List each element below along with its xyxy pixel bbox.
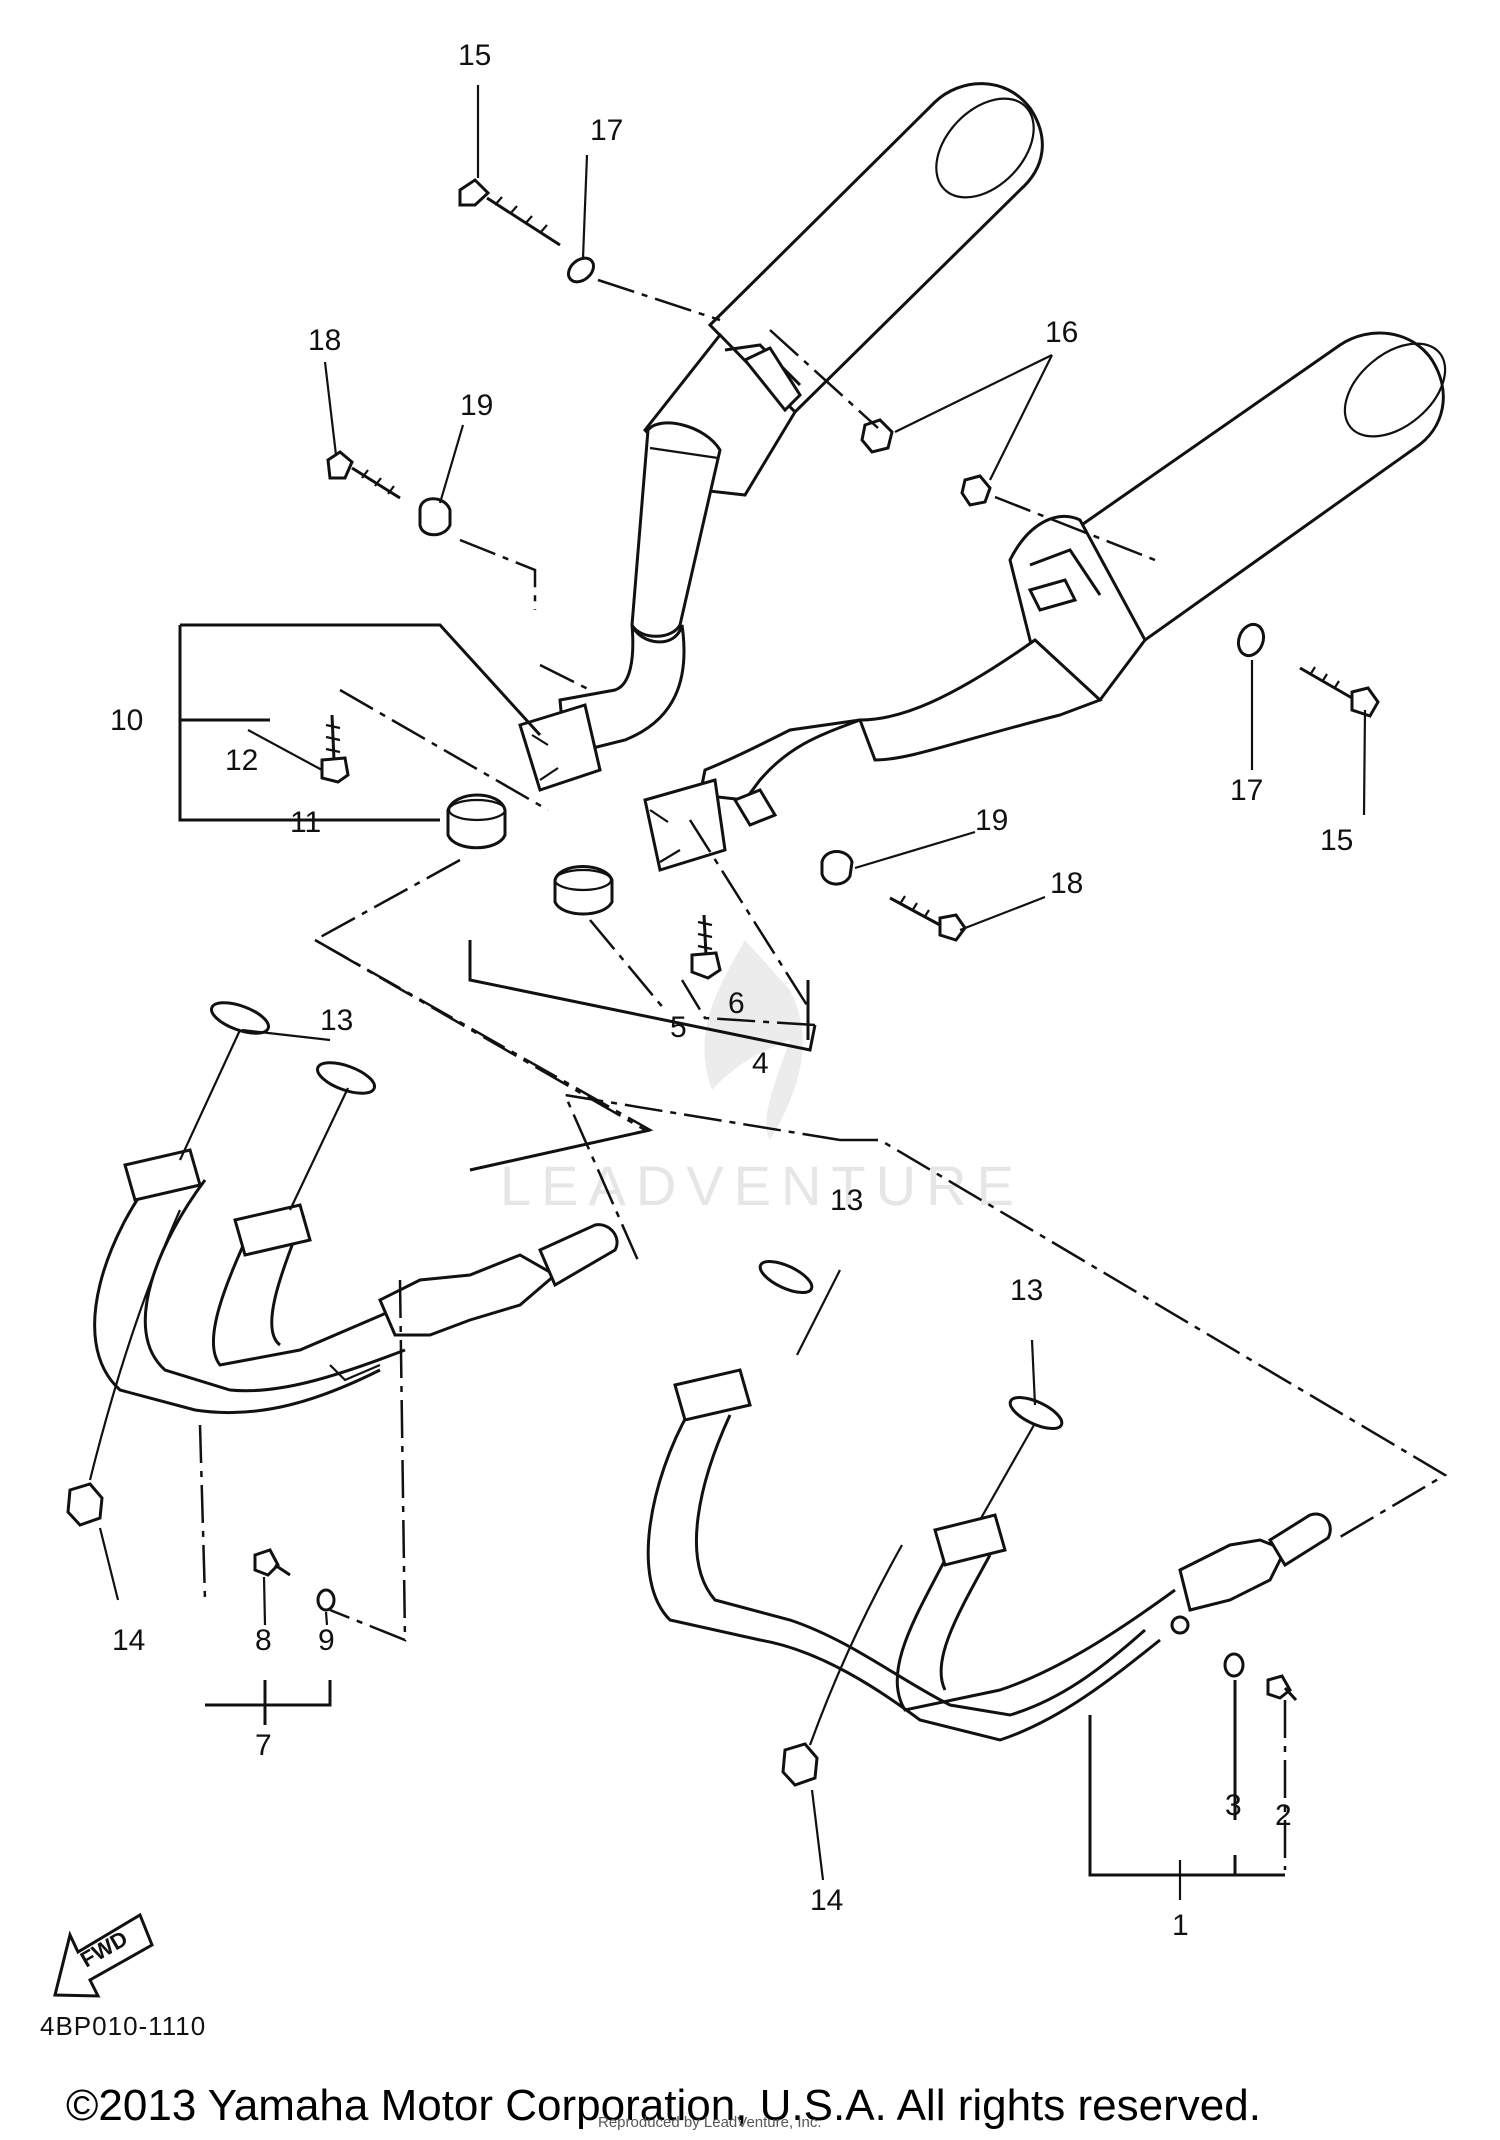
washer-17-lower	[1236, 622, 1266, 658]
label-17-upper: 17	[590, 114, 623, 147]
bolt-18-upper	[326, 450, 401, 500]
label-18-lower: 18	[1050, 867, 1083, 900]
fwd-arrow-icon: FWD	[53, 1912, 154, 1998]
gasket-13-b	[316, 1061, 376, 1095]
label-1: 1	[1172, 1909, 1189, 1942]
gasket-11	[446, 793, 507, 850]
leader-lines	[88, 85, 1448, 1900]
watermark: LEADVENTURE	[500, 940, 1024, 1217]
label-14-right: 14	[810, 1884, 843, 1917]
gasket-13-a	[210, 1001, 270, 1035]
label-10: 10	[110, 704, 143, 737]
washer-3	[1223, 1652, 1245, 1678]
label-19-lower: 19	[975, 804, 1008, 837]
label-13-c: 13	[1010, 1274, 1043, 1307]
collar-14-left	[66, 1482, 104, 1527]
washer-9	[316, 1588, 336, 1612]
label-3: 3	[1225, 1789, 1242, 1822]
label-16: 16	[1045, 316, 1078, 349]
bolt-15-lower	[1299, 666, 1380, 718]
bolt-8	[253, 1548, 291, 1577]
label-8: 8	[255, 1624, 272, 1657]
copyright-footer: ©2013 Yamaha Motor Corporation, U.S.A. A…	[66, 2081, 1261, 2130]
drawing-code: 4BP010-1110	[40, 2011, 206, 2041]
nut-16-lower	[960, 474, 992, 507]
label-14-left: 14	[112, 1624, 145, 1657]
label-9: 9	[318, 1624, 335, 1657]
muffler-right	[643, 331, 1447, 872]
label-12: 12	[225, 744, 258, 777]
gasket-13-d	[1008, 1396, 1064, 1430]
label-15-upper: 15	[458, 39, 491, 72]
bolt-18-lower	[889, 895, 967, 942]
label-7: 7	[255, 1729, 272, 1762]
part-number-labels: 15 17 16 18 19 10 12 11 17 15 19 18 6 5 …	[110, 39, 1353, 1942]
watermark-small-text: Reproduced by LeadVenture, Inc.	[598, 2114, 822, 2131]
label-4: 4	[752, 1047, 769, 1080]
label-13-a: 13	[320, 1004, 353, 1037]
watermark-text: LEADVENTURE	[500, 1154, 1024, 1217]
label-6: 6	[728, 987, 745, 1020]
label-2: 2	[1275, 1799, 1292, 1832]
washer-17-upper	[566, 256, 596, 284]
bolt-2	[1266, 1674, 1298, 1702]
muffler-upper-left	[518, 82, 1044, 792]
label-11: 11	[290, 806, 321, 839]
bolt-15-upper	[458, 178, 561, 247]
label-19-upper: 19	[460, 389, 493, 422]
label-13-b: 13	[830, 1184, 863, 1217]
label-17-lower: 17	[1230, 774, 1263, 807]
grommet-19-upper	[418, 497, 452, 537]
exhaust-pipe-right	[646, 1368, 1332, 1742]
label-18-upper: 18	[308, 324, 341, 357]
bolt-6	[690, 914, 722, 980]
label-15-lower: 15	[1320, 824, 1353, 857]
collar-14-right	[781, 1742, 819, 1787]
bolt-12	[320, 714, 350, 784]
nut-16-upper	[860, 418, 894, 454]
grommet-19-lower	[820, 850, 854, 886]
gasket-13-c	[758, 1260, 814, 1294]
label-5: 5	[670, 1011, 687, 1044]
